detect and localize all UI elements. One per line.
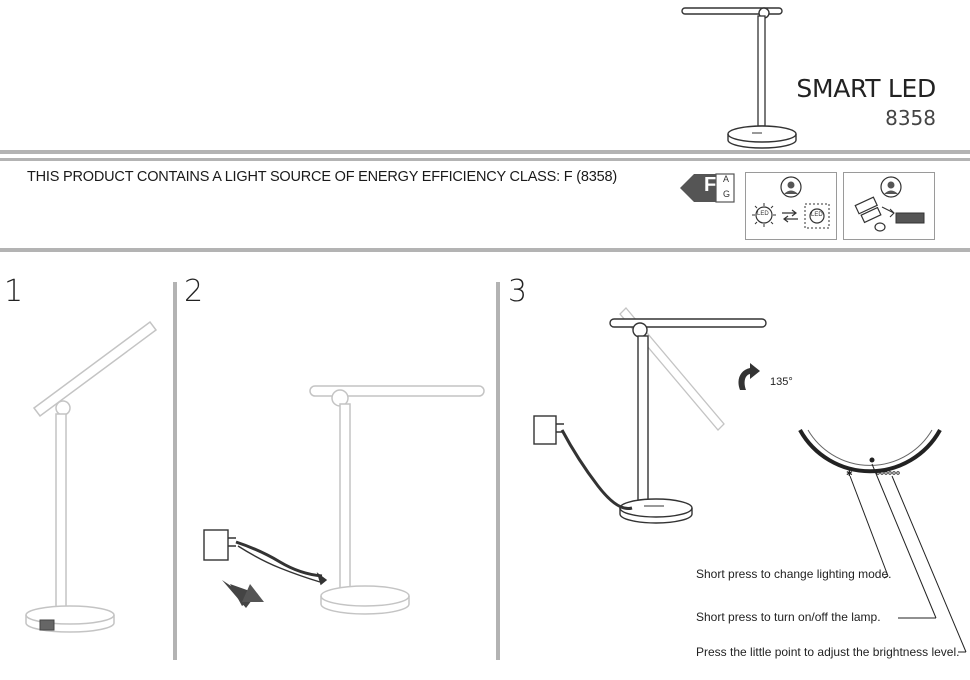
energy-statement: THIS PRODUCT CONTAINS A LIGHT SOURCE OF …	[27, 169, 617, 185]
energy-scale-top: A	[723, 174, 730, 184]
step-3-number: 3	[508, 274, 528, 309]
technician-icon-2	[880, 176, 902, 198]
note-brightness: Press the little point to adjust the bri…	[696, 645, 960, 659]
swap-arrows-icon	[782, 209, 798, 223]
energy-arrow-icon	[680, 173, 735, 203]
replaceable-led-pictogram: LED LED	[745, 172, 837, 240]
step-3-lamp-illustration	[533, 307, 767, 524]
led-bulb-icon-2	[804, 203, 830, 229]
step-divider-1	[173, 282, 177, 660]
energy-scale-bottom: G	[723, 189, 731, 199]
led-label-left: LED	[757, 211, 769, 217]
header-lamp-illustration	[681, 7, 797, 149]
rotate-arrow-icon	[738, 363, 760, 390]
led-label-right: LED	[811, 212, 823, 218]
driver-module-icon	[854, 196, 925, 232]
note-lighting-mode: Short press to change lighting mode.	[696, 567, 892, 581]
rotation-angle: 135°	[770, 376, 793, 388]
step-1-lamp-illustration	[25, 320, 158, 633]
energy-class-letter: F	[704, 174, 717, 196]
svg-text:✱: ✱	[846, 469, 853, 478]
middle-divider	[0, 248, 970, 252]
product-title: SMART LED	[796, 74, 936, 103]
control-panel-closeup: ✱	[798, 429, 967, 653]
technician-icon	[780, 176, 802, 198]
step-2-number: 2	[184, 274, 204, 309]
top-divider	[0, 150, 970, 154]
led-bulb-icon	[752, 203, 776, 227]
step-divider-2	[496, 282, 500, 660]
driver-replace-pictogram	[843, 172, 935, 240]
divider-2	[0, 158, 970, 161]
note-on-off: Short press to turn on/off the lamp.	[696, 610, 881, 624]
step-1-number: 1	[4, 274, 24, 309]
step-2-lamp-illustration	[203, 385, 485, 615]
model-number: 8358	[885, 106, 936, 130]
